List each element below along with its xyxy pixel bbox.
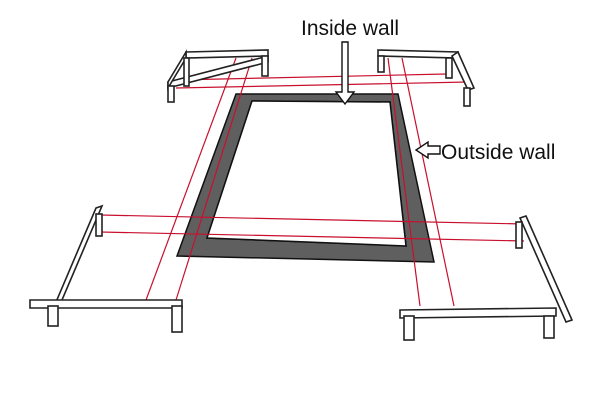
profile-board-back-left xyxy=(167,49,269,103)
string-lines xyxy=(99,57,525,307)
string-line-back-1 xyxy=(175,73,447,81)
profile-board-front-left xyxy=(29,204,183,333)
arrow-left-icon xyxy=(414,140,441,160)
string-line-left-2 xyxy=(175,57,253,301)
string-line-right-1 xyxy=(387,57,421,307)
profile-board-back-right xyxy=(377,49,476,107)
string-line-right-2 xyxy=(401,57,455,307)
string-line-front-1 xyxy=(99,214,525,225)
string-line-back-2 xyxy=(175,81,469,89)
arrow-down-icon xyxy=(334,41,356,106)
outside-wall-label: Outside wall xyxy=(441,141,556,164)
inside-wall-label: Inside wall xyxy=(301,17,400,40)
profile-board-front-right xyxy=(399,215,574,341)
string-line-left-1 xyxy=(145,57,237,301)
